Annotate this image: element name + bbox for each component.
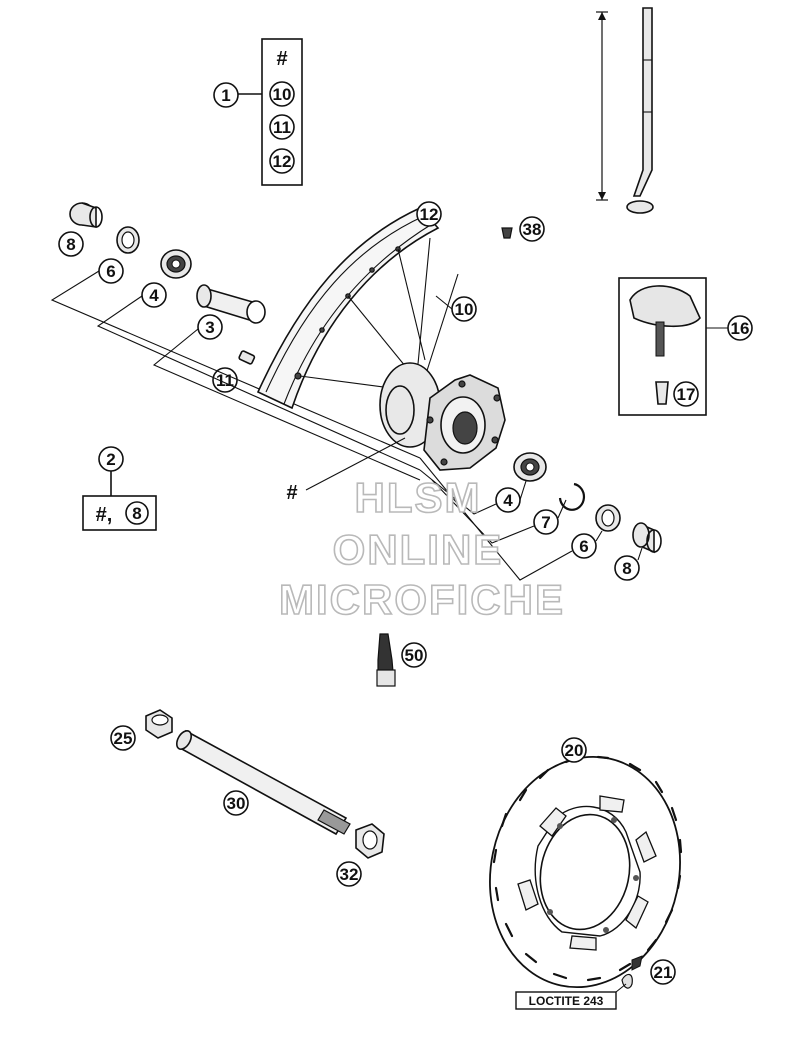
watermark: HLSM ONLINE MICROFICHE [278, 473, 565, 624]
svg-text:20: 20 [565, 741, 584, 760]
callout-8-left: 8 [58, 231, 84, 257]
callout-4-right: 4 [495, 487, 521, 513]
spoke-part [596, 7, 654, 214]
svg-text:11: 11 [273, 118, 291, 137]
svg-text:10: 10 [455, 300, 474, 319]
kit-hash-label: # [276, 48, 287, 70]
svg-text:1: 1 [221, 86, 230, 105]
svg-text:32: 32 [340, 865, 359, 884]
svg-text:2: 2 [106, 450, 115, 469]
callout-4-left: 4 [141, 282, 167, 308]
callout-1: 1 [213, 82, 239, 108]
spoke-nipple [238, 350, 256, 365]
axle-nut [145, 709, 173, 739]
svg-text:6: 6 [106, 262, 115, 281]
tube-valve-box [618, 277, 707, 416]
hub-hash-label: # [286, 482, 297, 504]
hash-comma-label: #, [96, 504, 113, 526]
callout-12-rim: 12 [416, 201, 442, 227]
svg-text:10: 10 [273, 85, 292, 104]
callout-11: 11 [212, 367, 238, 393]
shaft-seal-right [595, 504, 621, 532]
svg-text:30: 30 [227, 794, 246, 813]
svg-text:3: 3 [205, 318, 214, 337]
svg-text:4: 4 [503, 491, 513, 510]
svg-text:6: 6 [579, 537, 588, 556]
axle-clamp-nut [355, 823, 385, 859]
distance-tube [196, 284, 266, 324]
callout-8-box: 8 [132, 504, 141, 523]
callout-6-left: 6 [98, 258, 124, 284]
svg-text:LOCTITE 243: LOCTITE 243 [529, 994, 604, 1008]
wheel-hub [379, 362, 506, 471]
callout-32: 32 [336, 861, 362, 887]
bearing-left [160, 249, 192, 279]
brake-disc [489, 755, 683, 989]
spacer-sleeve-left [69, 202, 103, 228]
callout-3: 3 [197, 314, 223, 340]
svg-text:25: 25 [114, 729, 133, 748]
callout-25: 25 [110, 725, 136, 751]
callout-8-right: 8 [614, 555, 640, 581]
callout-7: 7 [533, 509, 559, 535]
callout-38: 38 [519, 216, 545, 242]
callout-6-right: 6 [571, 533, 597, 559]
shaft-seal-left [116, 226, 140, 254]
circlip [558, 482, 586, 511]
svg-text:8: 8 [66, 235, 75, 254]
valve-cap [501, 227, 513, 239]
svg-text:ONLINE: ONLINE [333, 526, 504, 573]
callout-20: 20 [561, 737, 587, 763]
callout-50: 50 [401, 642, 427, 668]
kit-box-2: #, 8 [82, 495, 157, 531]
kit-box-1: # 10 11 12 [261, 38, 303, 186]
callout-21: 21 [650, 959, 676, 985]
svg-text:17: 17 [677, 385, 696, 404]
callout-12-kit: 12 [269, 148, 295, 174]
spacer-sleeve-right [632, 522, 662, 554]
callout-17: 17 [673, 381, 699, 407]
bearing-right [513, 452, 547, 482]
svg-text:HLSM: HLSM [355, 474, 482, 521]
svg-text:MICROFICHE: MICROFICHE [279, 576, 565, 623]
callout-2: 2 [98, 446, 124, 472]
wheel-spindle [175, 729, 351, 836]
svg-text:12: 12 [420, 205, 439, 224]
svg-text:7: 7 [541, 513, 550, 532]
loctite-note: LOCTITE 243 [515, 983, 627, 1010]
svg-text:50: 50 [405, 646, 424, 665]
svg-text:12: 12 [273, 152, 292, 171]
spokes [299, 237, 459, 391]
grease-tube [376, 633, 396, 687]
callout-10-kit: 10 [269, 81, 295, 107]
callout-10-spoke: 10 [451, 296, 477, 322]
callout-11-kit: 11 [269, 114, 295, 140]
svg-text:16: 16 [731, 319, 750, 338]
callout-16: 16 [727, 315, 753, 341]
svg-text:4: 4 [149, 286, 159, 305]
svg-text:8: 8 [622, 559, 631, 578]
svg-text:21: 21 [654, 963, 673, 982]
callout-30: 30 [223, 790, 249, 816]
svg-text:38: 38 [523, 220, 542, 239]
